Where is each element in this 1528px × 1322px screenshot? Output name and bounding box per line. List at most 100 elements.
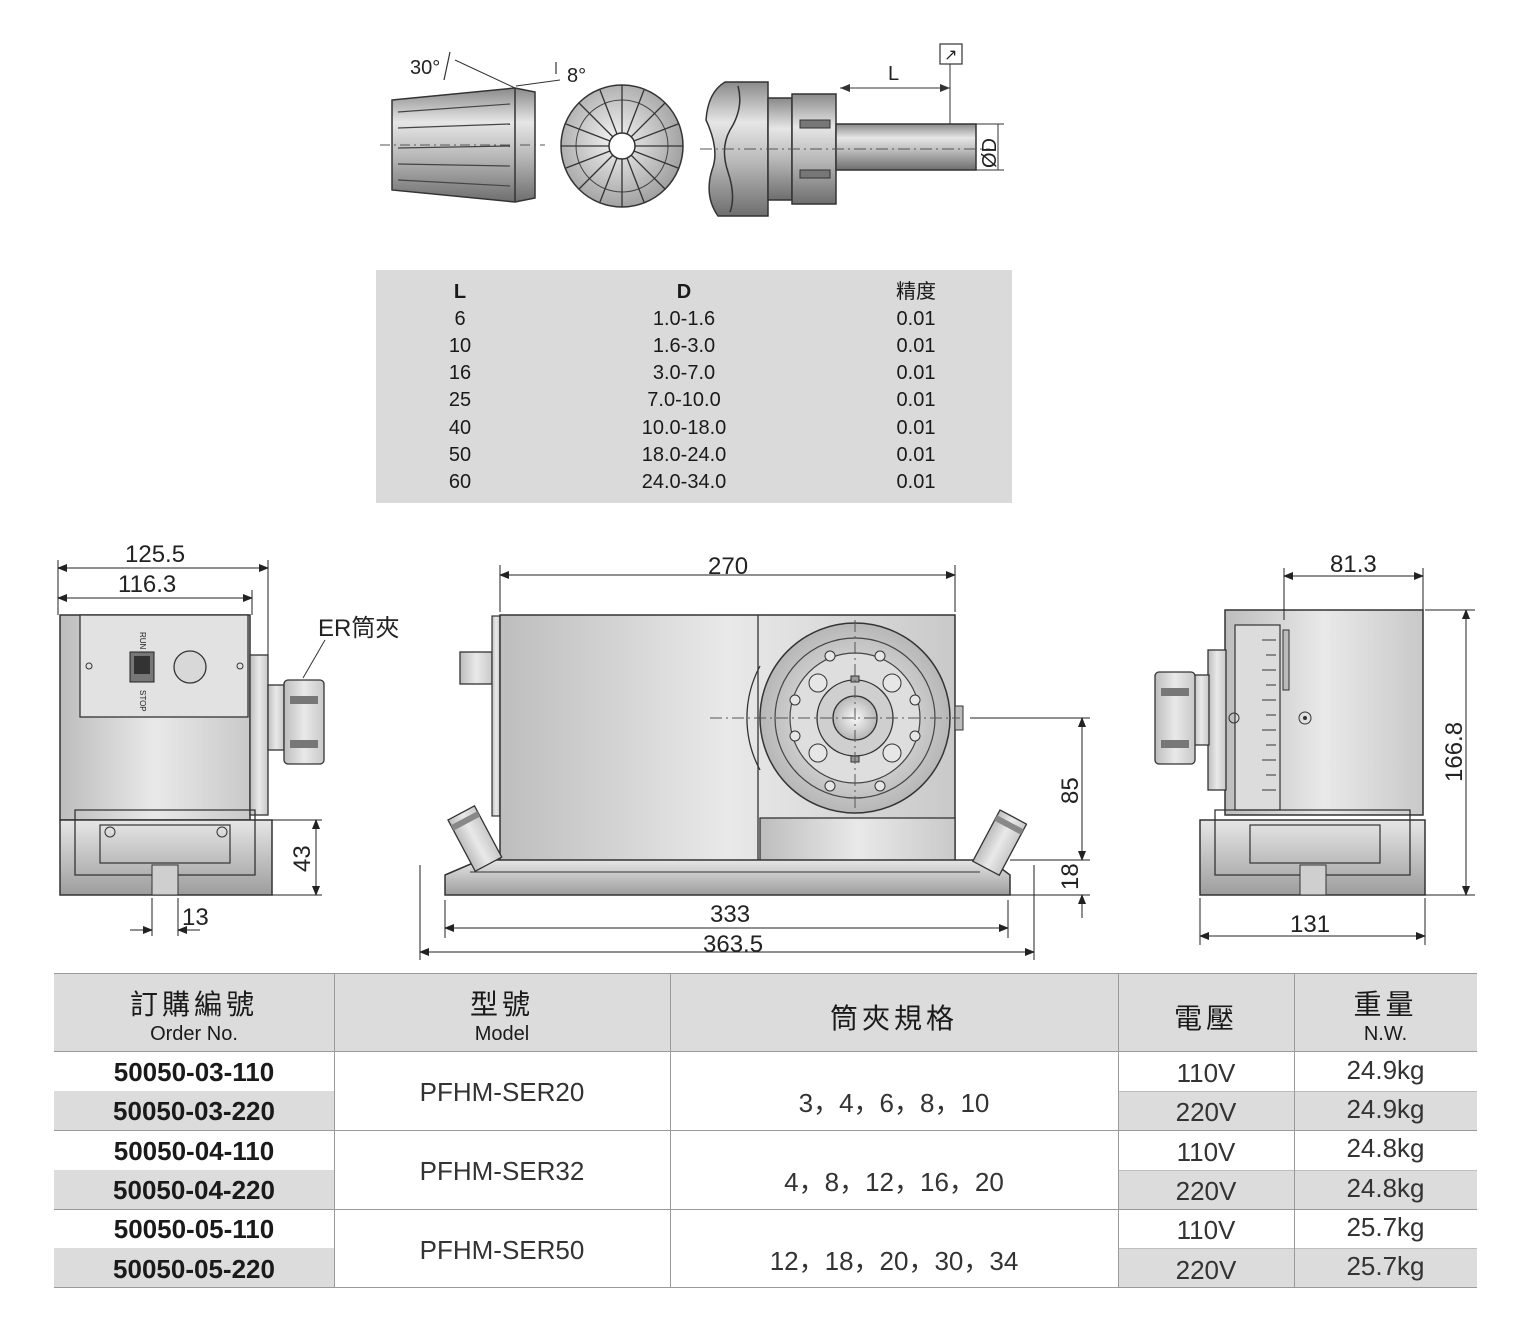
spec-row: 10 1.6-3.0 0.01 — [376, 333, 1012, 360]
header-order-cn: 訂購編號 — [129, 989, 258, 1020]
spec-header-d: D — [676, 281, 692, 303]
dim-L-label: L — [888, 63, 899, 85]
dim-front-slot: 13 — [182, 904, 209, 931]
dim-front-height: 43 — [289, 845, 316, 872]
spec-row: 6 1.0-1.6 0.01 — [376, 306, 1012, 333]
right-view: 81.3 166.8 131 — [1154, 551, 1475, 945]
spec-l: 16 — [448, 362, 472, 384]
er-collet-nut — [283, 679, 325, 765]
spec-precision: 0.01 — [896, 417, 936, 439]
collet-diagram: 30° 8° — [380, 43, 1004, 217]
spec-row: 60 24.0-34.0 0.01 — [376, 469, 1012, 496]
header-weight-en: N.W. — [1363, 1023, 1408, 1045]
header-order-en: Order No. — [150, 1023, 238, 1045]
order-no-cell: 50050-04-110 — [113, 1136, 275, 1166]
switch-stop-label: STOP — [138, 690, 147, 712]
weight-cell: 25.7kg — [1346, 1251, 1425, 1281]
spec-d: 18.0-24.0 — [641, 444, 727, 466]
dim-side-base-height: 18 — [1057, 863, 1084, 890]
graduated-dial — [1234, 624, 1281, 811]
order-no-cell: 50050-03-220 — [113, 1096, 275, 1126]
model-cell: PFHM-SER32 — [419, 1156, 585, 1186]
spec-l: 50 — [448, 444, 472, 466]
dim-side-base-outer: 363.5 — [703, 931, 763, 958]
voltage-cell: 220V — [1175, 1097, 1237, 1127]
collet-spec-cell: 4，8，12，16，20 — [784, 1167, 1004, 1197]
header-weight: 重量 N.W. — [1294, 983, 1477, 1046]
spec-d: 10.0-18.0 — [641, 417, 727, 439]
spec-precision: 0.01 — [896, 308, 936, 330]
spec-precision: 0.01 — [896, 335, 936, 357]
weight-cell: 24.8kg — [1346, 1173, 1425, 1203]
model-cell: PFHM-SER20 — [419, 1077, 585, 1107]
dim-front-width-outer: 125.5 — [125, 541, 185, 568]
header-voltage-cn: 電壓 — [1173, 1003, 1238, 1034]
header-order-no: 訂購編號 Order No. — [54, 983, 334, 1046]
angle-30-label: 30° — [410, 57, 440, 79]
spec-d: 7.0-10.0 — [647, 389, 721, 411]
spec-header-l: L — [453, 281, 467, 303]
weight-cell: 24.9kg — [1346, 1055, 1425, 1085]
header-model: 型號 Model — [334, 983, 670, 1046]
spindle-assembly: L ↗ ØD — [700, 43, 1004, 217]
spec-l: 60 — [448, 471, 472, 493]
product-drawings: RUN STOP ER筒夾 125.5 116.3 43 13 — [57, 541, 1475, 960]
header-model-cn: 型號 — [469, 989, 534, 1020]
er-collet-label: ER筒夾 — [318, 615, 399, 642]
weight-cell: 25.7kg — [1346, 1212, 1425, 1242]
spec-row: 50 18.0-24.0 0.01 — [376, 442, 1012, 469]
header-collet-cn: 筒夾規格 — [829, 1003, 958, 1034]
spec-d: 1.0-1.6 — [652, 308, 716, 330]
panel-knob — [173, 650, 207, 684]
dim-side-base-inner: 333 — [710, 901, 750, 928]
voltage-cell: 110V — [1176, 1137, 1236, 1167]
spec-row: 40 10.0-18.0 0.01 — [376, 415, 1012, 442]
switch-run-label: RUN — [138, 632, 147, 650]
order-no-cell: 50050-03-110 — [113, 1057, 275, 1087]
header-weight-cn: 重量 — [1353, 989, 1418, 1020]
order-no-cell: 50050-05-220 — [113, 1254, 275, 1284]
dim-right-base: 131 — [1290, 911, 1330, 938]
collet-side-view: 30° 8° — [380, 51, 586, 203]
collet-end-view — [560, 84, 684, 208]
runout-symbol-box — [939, 43, 963, 65]
collet-spec-cell: 12，18，20，30，34 — [769, 1246, 1019, 1276]
voltage-cell: 110V — [1176, 1215, 1236, 1245]
order-no-cell: 50050-04-220 — [113, 1175, 275, 1205]
spec-header-row: L D 精度 — [376, 279, 1012, 306]
voltage-cell: 220V — [1175, 1255, 1237, 1285]
spec-l: 40 — [448, 417, 472, 439]
spec-precision: 0.01 — [896, 362, 936, 384]
collet-spec-cell: 3，4，6，8，10 — [798, 1088, 990, 1118]
angle-8-label: 8° — [567, 65, 586, 87]
runout-symbol: ↗ — [944, 47, 957, 64]
spec-l: 10 — [448, 335, 472, 357]
dim-side-top: 270 — [708, 553, 748, 580]
spec-precision: 0.01 — [896, 444, 936, 466]
spec-header-precision: 精度 — [896, 281, 936, 303]
side-view: 270 85 18 333 363.5 — [419, 553, 1090, 960]
header-collet-spec: 筒夾規格 — [670, 997, 1118, 1037]
control-panel — [79, 614, 249, 718]
dim-D-label: ØD — [979, 138, 1001, 168]
spec-l: 6 — [454, 308, 466, 330]
order-table-header — [54, 973, 1477, 1051]
header-model-en: Model — [474, 1023, 530, 1045]
spec-l: 25 — [448, 389, 472, 411]
order-table: 訂購編號 Order No. 型號 Model 筒夾規格 電壓 重量 N.W. … — [54, 973, 1477, 1288]
weight-cell: 24.9kg — [1346, 1094, 1425, 1124]
voltage-cell: 110V — [1176, 1058, 1236, 1088]
front-view: RUN STOP ER筒夾 125.5 116.3 43 13 — [57, 541, 399, 936]
spec-row: 25 7.0-10.0 0.01 — [376, 387, 1012, 414]
dim-right-depth: 81.3 — [1330, 551, 1377, 578]
base-plate — [444, 859, 1011, 896]
collet-spec-table: L D 精度 6 1.0-1.6 0.01 10 1.6-3.0 0.01 16… — [376, 270, 1012, 503]
dim-side-center-height: 85 — [1057, 777, 1084, 804]
header-voltage: 電壓 — [1118, 997, 1294, 1037]
spec-d: 24.0-34.0 — [641, 471, 727, 493]
spec-d: 3.0-7.0 — [652, 362, 716, 384]
spec-precision: 0.01 — [896, 471, 936, 493]
dim-front-width-inner: 116.3 — [118, 571, 176, 598]
weight-cell: 24.8kg — [1346, 1133, 1425, 1163]
spec-row: 16 3.0-7.0 0.01 — [376, 360, 1012, 387]
